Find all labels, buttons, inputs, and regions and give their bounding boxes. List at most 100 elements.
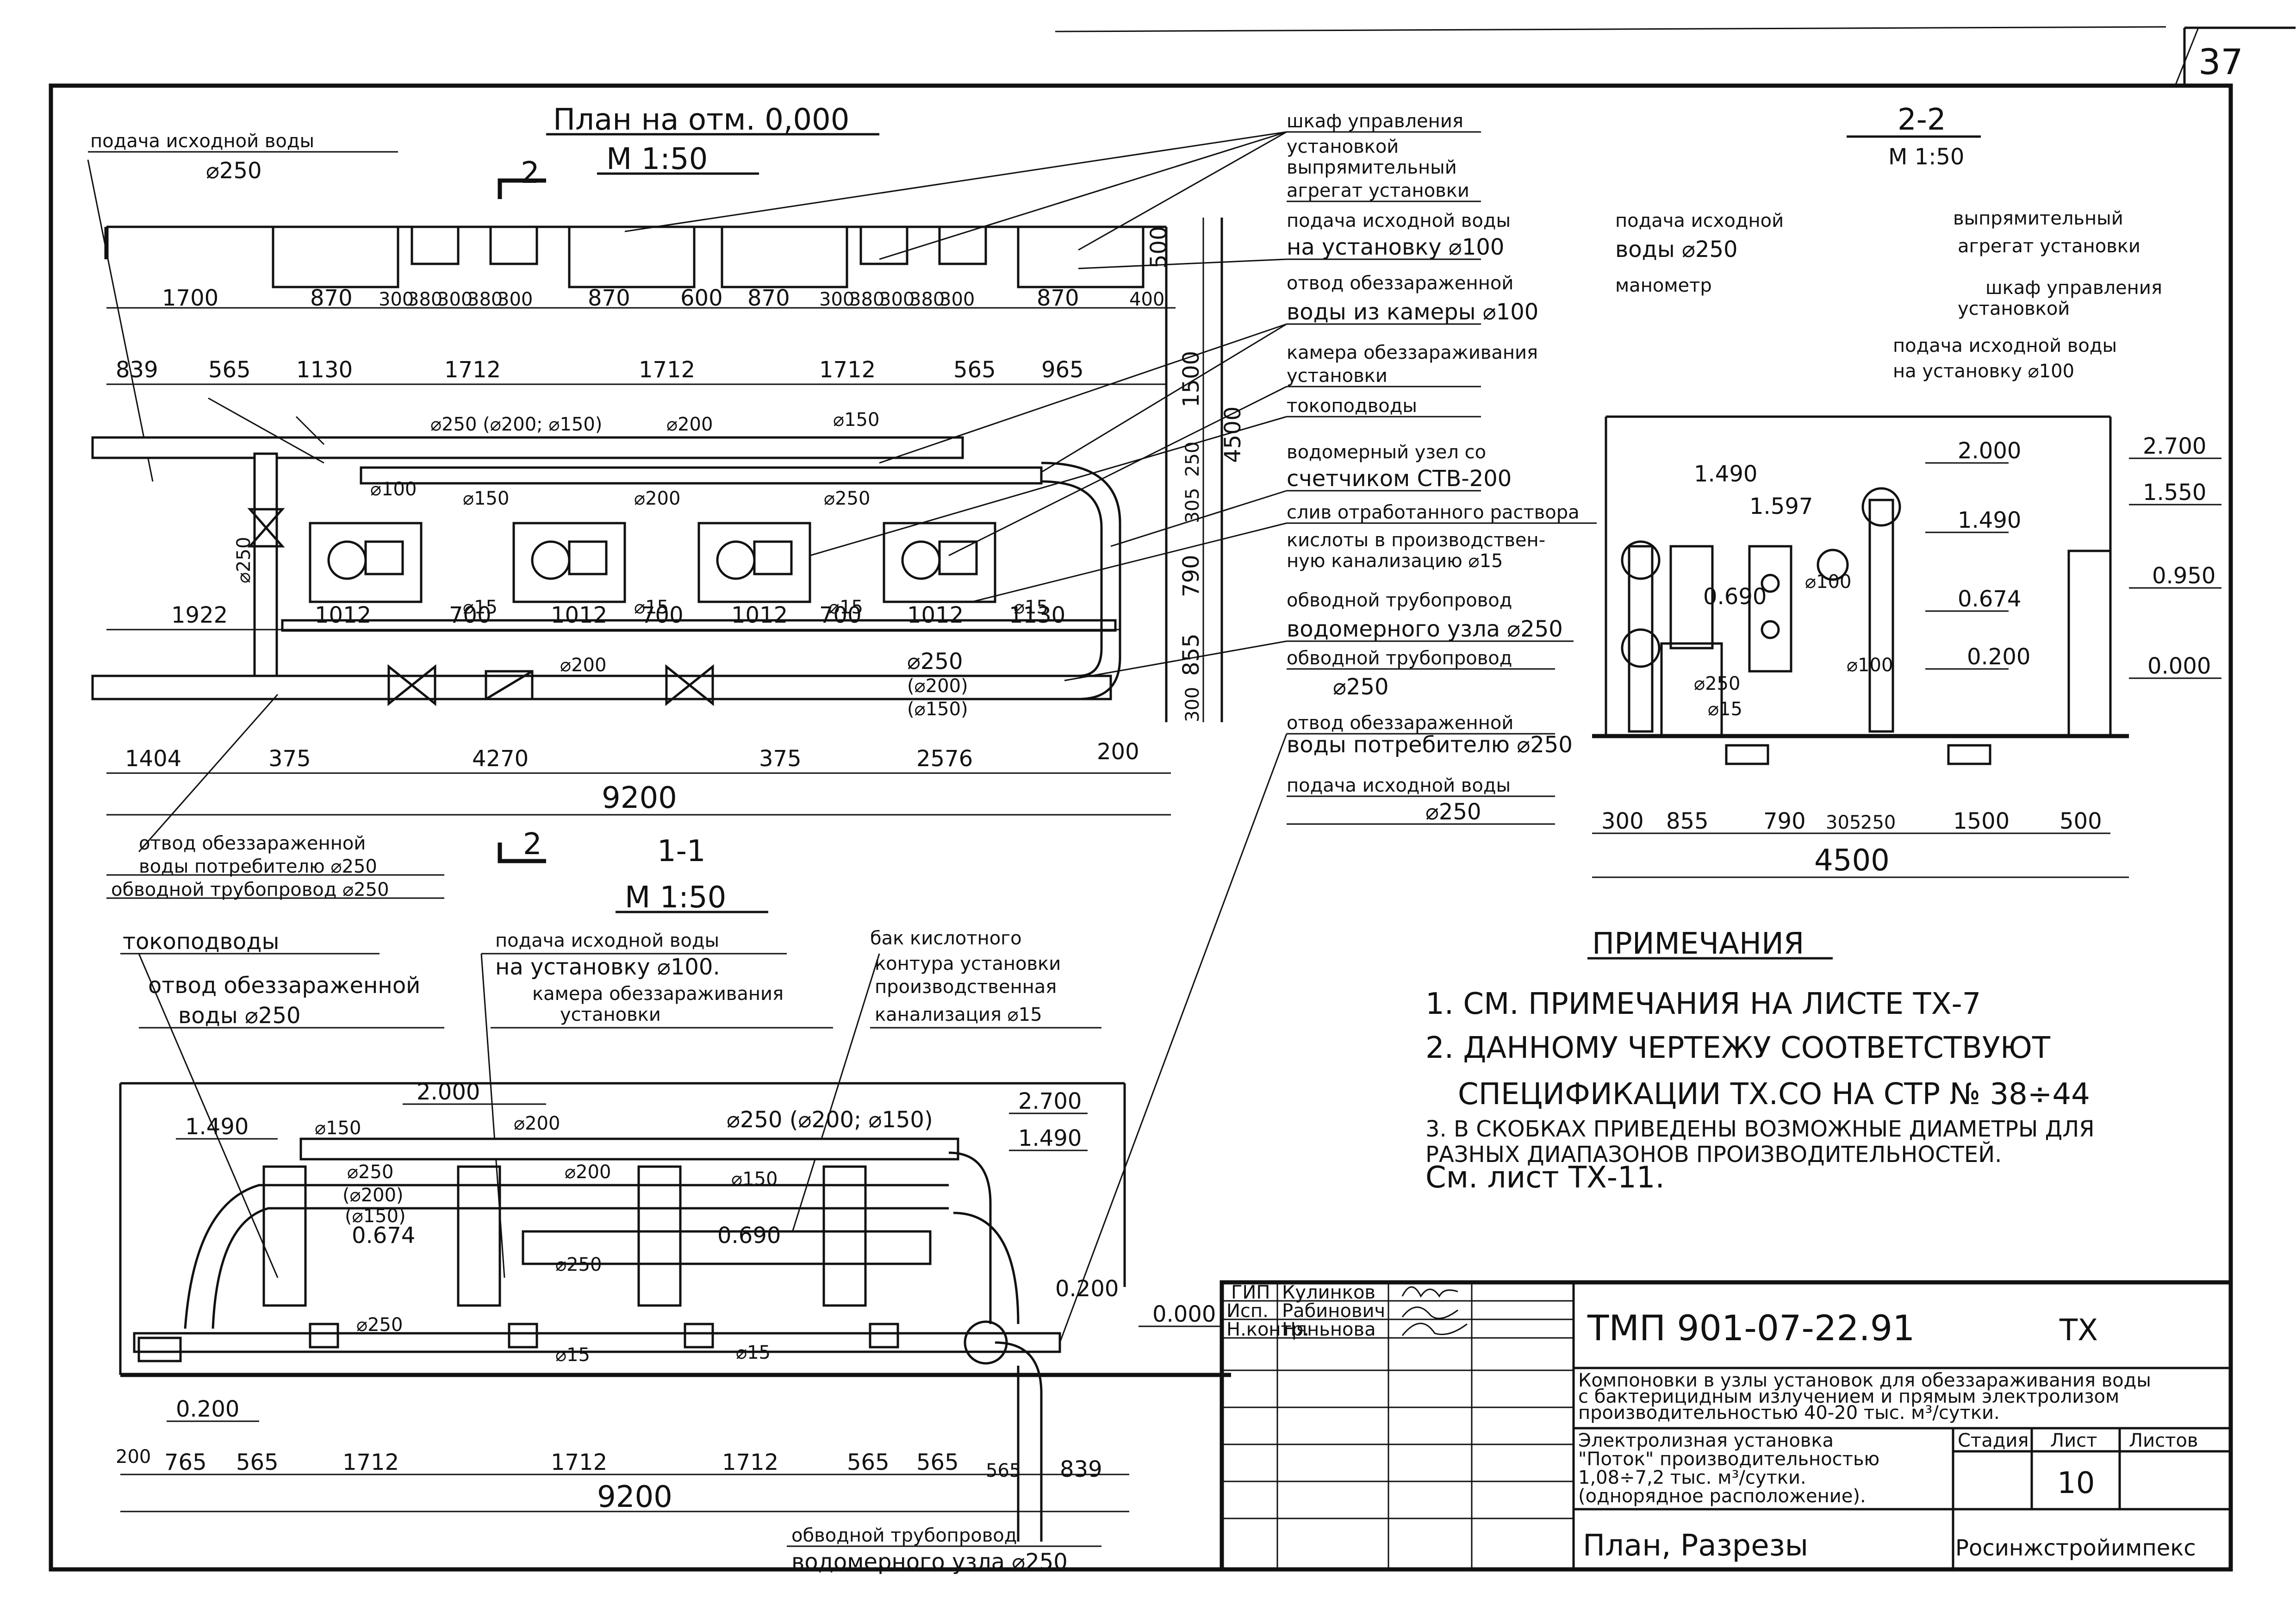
svg-text:канализация ⌀15: канализация ⌀15	[875, 1004, 1042, 1025]
svg-text:870: 870	[310, 285, 353, 311]
svg-text:1012: 1012	[907, 602, 964, 628]
svg-text:Компоновки в узлы установок дл: Компоновки в узлы установок для обеззара…	[1578, 1370, 2151, 1391]
svg-text:СПЕЦИФИКАЦИИ ТХ.СО НА СТР № 38: СПЕЦИФИКАЦИИ ТХ.СО НА СТР № 38÷44	[1458, 1077, 2090, 1112]
svg-text:1130: 1130	[296, 357, 353, 383]
section22-title: 2-2	[1898, 103, 1946, 137]
plan-dims-bottom: 1404 375 4270 375 2576 200 9200	[106, 739, 1171, 816]
svg-text:⌀200: ⌀200	[666, 414, 713, 435]
plan-cabinets	[272, 225, 1145, 288]
signature-2	[1401, 1306, 1458, 1319]
svg-text:отвод обеззараженной: отвод обеззараженной	[1287, 273, 1513, 294]
svg-text:0.200: 0.200	[1055, 1276, 1119, 1302]
svg-text:839: 839	[116, 357, 158, 383]
sheet-frame: 37	[49, 26, 2296, 1572]
title-block: ГИП Исп. Н.контр. Кулинков Рабинович Нян…	[1220, 1280, 2233, 1572]
svg-text:выпрямительный: выпрямительный	[1287, 157, 1457, 178]
svg-text:⌀15: ⌀15	[736, 1342, 771, 1363]
section22-dims: 300 855 790 305 250 1500 500 4500	[1592, 808, 2129, 878]
svg-text:Лист: Лист	[2050, 1430, 2097, 1451]
svg-text:воды потребителю ⌀250: воды потребителю ⌀250	[1287, 732, 1573, 758]
plan-view: План на отм. 0,000 М 1:50 подача исходно…	[87, 103, 1597, 1343]
svg-text:⌀200: ⌀200	[634, 488, 680, 509]
svg-text:1,08÷7,2 тыс. м³/сутки.: 1,08÷7,2 тыс. м³/сутки.	[1578, 1467, 1806, 1488]
svg-text:200: 200	[1097, 739, 1139, 765]
svg-text:3. В СКОБКАХ ПРИВЕДЕНЫ ВОЗМОЖН: 3. В СКОБКАХ ПРИВЕДЕНЫ ВОЗМОЖНЫЕ ДИАМЕТР…	[1425, 1116, 2095, 1142]
svg-text:565: 565	[847, 1449, 890, 1475]
title-code: ТМП 901-07-22.91	[1587, 1307, 1915, 1349]
svg-text:воды ⌀250: воды ⌀250	[1615, 237, 1738, 262]
svg-text:⌀250 (⌀200; ⌀150): ⌀250 (⌀200; ⌀150)	[430, 414, 602, 435]
plan-dims-vertical: 500 1500 4500 250 305 790 855 300	[1146, 218, 1246, 722]
section11-diameters: ⌀150 ⌀200 ⌀250 (⌀200; ⌀150) ⌀250 (⌀200) …	[315, 1107, 933, 1366]
notes-title: ПРИМЕЧАНИЯ	[1592, 927, 1804, 961]
svg-text:РАЗНЫХ ДИАПАЗОНОВ ПРОИЗВОДИТЕЛ: РАЗНЫХ ДИАПАЗОНОВ ПРОИЗВОДИТЕЛЬНОСТЕЙ.	[1425, 1141, 2002, 1168]
svg-text:870: 870	[747, 285, 790, 311]
svg-text:установки: установки	[560, 1004, 661, 1025]
title-sheet-no: 10	[2057, 1466, 2095, 1500]
section22-elevations: 2.700 1.550 0.950 0.000 2.000 1.490 1.49…	[1694, 433, 2221, 679]
svg-text:565: 565	[208, 357, 251, 383]
svg-text:855: 855	[1178, 633, 1204, 676]
svg-text:300: 300	[437, 289, 473, 310]
svg-text:⌀250: ⌀250	[1694, 673, 1740, 694]
svg-text:⌀15: ⌀15	[828, 597, 863, 618]
section11-scale: М 1:50	[625, 881, 726, 915]
svg-text:1712: 1712	[639, 357, 695, 383]
svg-text:подача исходной воды: подача исходной воды	[1287, 775, 1511, 796]
svg-text:1. СМ. ПРИМЕЧАНИЯ НА ЛИСТЕ ТХ-: 1. СМ. ПРИМЕЧАНИЯ НА ЛИСТЕ ТХ-7	[1425, 987, 1981, 1021]
svg-text:2576: 2576	[916, 746, 973, 772]
svg-text:300: 300	[940, 289, 975, 310]
svg-text:ГИП: ГИП	[1231, 1282, 1270, 1303]
svg-text:1712: 1712	[551, 1449, 607, 1475]
svg-text:обводной трубопровод: обводной трубопровод	[1287, 590, 1512, 611]
svg-text:⌀250: ⌀250	[347, 1162, 393, 1183]
svg-text:300: 300	[379, 289, 414, 310]
svg-text:установкой: установкой	[1287, 136, 1399, 157]
svg-text:отвод обеззараженной: отвод обеззараженной	[1287, 712, 1513, 734]
section22-total: 4500	[1814, 843, 1890, 878]
section-2-2: 2-2 М 1:50 подача исходной воды ⌀250 ман…	[1592, 103, 2221, 878]
svg-text:См. лист ТХ-11.: См. лист ТХ-11.	[1425, 1161, 1665, 1195]
svg-text:обводной трубопровод: обводной трубопровод	[791, 1525, 1017, 1546]
title-mark: ТХ	[2059, 1313, 2098, 1348]
svg-text:375: 375	[268, 746, 311, 772]
svg-text:1.490: 1.490	[185, 1114, 249, 1140]
svg-text:0.690: 0.690	[717, 1223, 781, 1249]
sheet-number: 37	[2198, 41, 2243, 82]
svg-text:⌀100: ⌀100	[370, 479, 417, 500]
svg-text:Стадия: Стадия	[1958, 1430, 2028, 1451]
svg-text:воды потребителю ⌀250: воды потребителю ⌀250	[139, 856, 377, 877]
section11-title: 1-1	[657, 834, 706, 868]
svg-text:(⌀200): (⌀200)	[342, 1185, 404, 1206]
svg-text:производственная: производственная	[875, 976, 1057, 998]
svg-text:⌀250: ⌀250	[1333, 674, 1389, 700]
svg-text:подача исходной воды: подача исходной воды	[1287, 210, 1511, 231]
svg-text:1712: 1712	[722, 1449, 778, 1475]
svg-text:⌀15: ⌀15	[634, 597, 669, 618]
svg-text:воды из камеры ⌀100: воды из камеры ⌀100	[1287, 299, 1538, 325]
title-org: Росинжстройимпекс	[1955, 1535, 2196, 1561]
svg-text:600: 600	[680, 285, 723, 311]
svg-text:слив отработанного раствора: слив отработанного раствора	[1287, 502, 1580, 523]
svg-text:2.000: 2.000	[417, 1079, 480, 1105]
svg-text:ную канализацию ⌀15: ную канализацию ⌀15	[1287, 550, 1503, 572]
svg-text:выпрямительный: выпрямительный	[1953, 208, 2123, 229]
svg-text:1700: 1700	[162, 285, 218, 311]
svg-text:⌀15: ⌀15	[463, 597, 498, 618]
svg-text:⌀250: ⌀250	[555, 1254, 602, 1275]
svg-text:установки: установки	[1287, 365, 1388, 387]
signature-3	[1401, 1323, 1468, 1336]
svg-text:обводной трубопровод: обводной трубопровод	[1287, 648, 1512, 669]
svg-text:565: 565	[953, 357, 996, 383]
svg-text:⌀150: ⌀150	[731, 1168, 778, 1190]
svg-text:1404: 1404	[125, 746, 181, 772]
plan-dims-mid: 1012 700 1012 700 1012 700 1012 1130 192…	[106, 602, 1120, 631]
svg-text:отвод обеззараженной: отвод обеззараженной	[139, 833, 366, 854]
section22-scale: М 1:50	[1888, 144, 1964, 170]
svg-text:380: 380	[407, 289, 442, 310]
svg-text:камера обеззараживания: камера обеззараживания	[1287, 342, 1538, 363]
svg-text:2. ДАННОМУ ЧЕРТЕЖУ СООТВЕТСТВУ: 2. ДАННОМУ ЧЕРТЕЖУ СООТВЕТСТВУЮТ	[1425, 1031, 2051, 1065]
svg-text:водомерного узла ⌀250: водомерного узла ⌀250	[791, 1549, 1068, 1575]
section11-elevations: 1.490 2.000 2.700 1.490 0.674 0.690 0.20…	[167, 1079, 1222, 1422]
